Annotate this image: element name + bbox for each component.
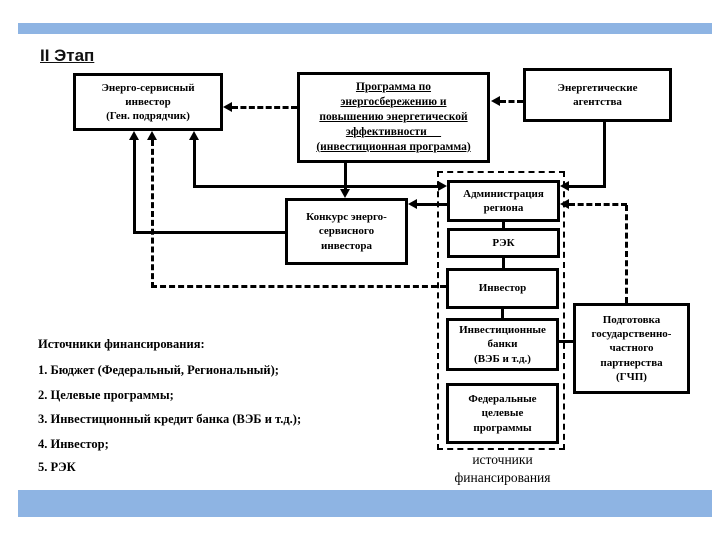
funding-list-item-4: 4. Инвестор; [38, 437, 109, 451]
node-energy-agencies: Энергетические агентства [523, 68, 672, 122]
connector-banks-gchp [559, 340, 573, 343]
arrowhead-investor-to-energo [147, 131, 157, 140]
connector-rek-investor [502, 258, 505, 268]
connector-investor-to-energo-vertical [151, 140, 154, 288]
node-energy-service-investor: Энерго-сервисный инвестор (Ген. подрядчи… [73, 73, 223, 131]
funding-sources-group-label: источники финансирования [454, 452, 551, 486]
node-federal-target-programs: Федеральные целевые программы [446, 383, 559, 444]
connector-admin-to-konkurs [417, 203, 447, 206]
node-investor-competition: Конкурс энерго- сервисного инвестора [285, 198, 408, 265]
funding-list-item-1: 1. Бюджет (Федеральный, Региональный); [38, 363, 279, 377]
connector-investor-banks [501, 309, 504, 318]
connector-agencies-to-admin-vertical [603, 122, 606, 188]
arrowhead-agencies-to-program [491, 96, 500, 106]
page-title: II Этап [40, 46, 95, 65]
funding-sources-group-outline [437, 171, 565, 450]
node-investor: Инвестор [446, 268, 559, 309]
arrowhead-program-to-energo [223, 102, 232, 112]
connector-konkurs-to-energo-vertical [133, 140, 136, 234]
connector-konkurs-to-energo-horizontal [133, 231, 285, 234]
top-accent-bar [18, 23, 712, 34]
connector-program-to-energo [232, 106, 297, 109]
node-rek: РЭК [447, 228, 560, 258]
funding-list-item-5: 5. РЭК [38, 460, 76, 474]
node-investment-banks: Инвестиционные банки (ВЭБ и т.д.) [446, 318, 559, 371]
arrowhead-konkurs-to-energo [129, 131, 139, 140]
funding-list-heading: Источники финансирования: [38, 337, 205, 351]
connector-admin-rek [502, 222, 505, 228]
connector-energo-admin-horizontal [193, 185, 438, 188]
connector-gchp-to-admin-horizontal [569, 203, 627, 206]
arrowhead-program-to-konkurs [340, 189, 350, 198]
arrowhead-energo-to-admin [438, 181, 447, 191]
connector-gchp-to-admin-vertical [625, 205, 628, 303]
connector-program-to-konkurs [344, 163, 347, 189]
arrowhead-admin-to-energo [189, 131, 199, 140]
connector-investor-to-energo-horizontal [151, 285, 446, 288]
node-energy-efficiency-program: Программа по энергосбережению и повышени… [297, 72, 490, 163]
node-ppp-preparation: Подготовка государственно- частного парт… [573, 303, 690, 394]
connector-agencies-to-admin-horizontal [569, 185, 606, 188]
connector-energo-admin-vertical [193, 140, 196, 188]
funding-list-item-3: 3. Инвестиционный кредит банка (ВЭБ и т.… [38, 412, 302, 426]
connector-agencies-to-program [500, 100, 523, 103]
arrowhead-agencies-to-admin [560, 181, 569, 191]
node-regional-administration: Администрация региона [447, 180, 560, 222]
funding-list-item-2: 2. Целевые программы; [38, 388, 174, 402]
arrowhead-admin-to-konkurs [408, 199, 417, 209]
bottom-accent-bar [18, 490, 712, 517]
arrowhead-gchp-to-admin [560, 199, 569, 209]
